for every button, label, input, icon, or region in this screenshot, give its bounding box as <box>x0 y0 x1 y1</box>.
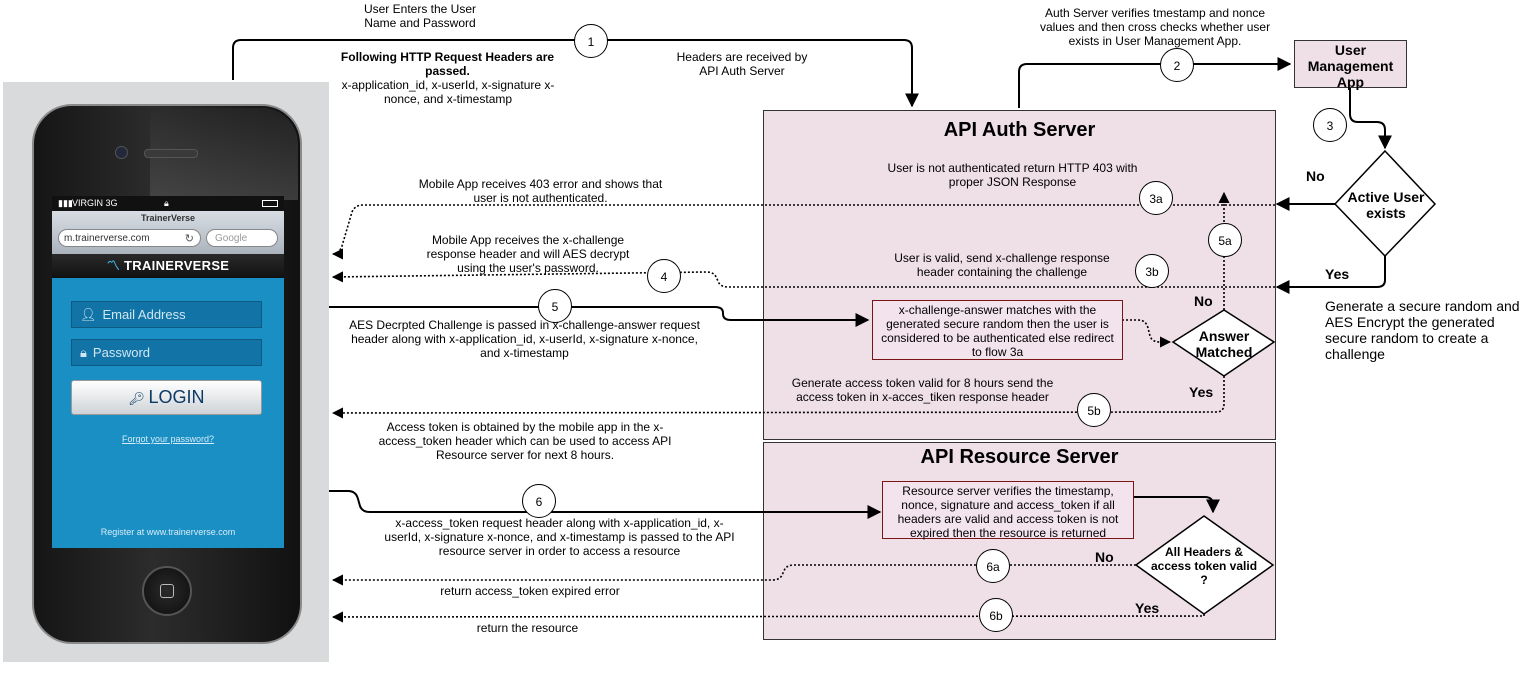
reload-icon[interactable]: ↻ <box>184 233 194 245</box>
step-2-marker: 2 <box>1160 48 1194 82</box>
lock-icon: 🔒︎ <box>164 198 169 208</box>
auth-verifies-label: Auth Server verifies tmestamp and nonce … <box>1039 6 1271 48</box>
active-user-label: Active User exists <box>1347 189 1425 221</box>
flow-5-connector <box>329 306 870 327</box>
answer-matched-label: Answer Matched <box>1195 328 1253 360</box>
flow-1-connector <box>232 39 919 108</box>
browser-title: TrainerVerse <box>140 213 196 223</box>
token-request-label: x-access_token request header along with… <box>384 516 735 558</box>
carrier-label: VIRGIN 3G <box>72 198 118 208</box>
step-1-marker: 1 <box>574 24 608 58</box>
secure-random-note: Generate a secure random and AES Encrypt… <box>1325 298 1520 362</box>
step-5a-marker: 5a <box>1208 223 1242 257</box>
flow-2-connector <box>1018 57 1292 108</box>
active-user-no-label: No <box>1306 168 1325 184</box>
login-button[interactable]: 🔑︎ LOGIN <box>71 380 262 415</box>
login-label: LOGIN <box>148 387 205 407</box>
step-5b-marker: 5b <box>1077 393 1111 427</box>
phone-speaker <box>144 149 198 158</box>
headers-received-label: Headers are received by API Auth Server <box>676 50 808 78</box>
return-resource-label: return the resource <box>476 621 579 635</box>
headers-passed-title: Following HTTP Request Headers are passe… <box>340 50 555 78</box>
battery-icon <box>262 200 278 207</box>
user-enters-label: User Enters the User Name and Password <box>363 2 477 30</box>
not-authenticated-label: User is not authenticated return HTTP 40… <box>887 161 1138 189</box>
flow-6b-connector <box>331 611 1205 623</box>
step-5-marker: 5 <box>538 289 572 323</box>
answer-yes-label: Yes <box>1189 384 1214 400</box>
answer-check-box: x-challenge-answer matches with the gene… <box>872 300 1123 360</box>
step-3a-marker: 3a <box>1139 181 1173 215</box>
api-resource-server-title: API Resource Server <box>920 446 1119 468</box>
token-obtained-label: Access token is obtained by the mobile a… <box>378 420 672 462</box>
url-field[interactable]: m.trainerverse.com ↻ <box>58 229 201 247</box>
answer-box-to-diamond-connector <box>1122 319 1172 348</box>
step-6b-marker: 6b <box>979 598 1013 632</box>
resource-check-box: Resource server verifies the timestamp, … <box>882 481 1134 540</box>
forgot-password-link[interactable]: Forgot your password? <box>121 434 215 444</box>
app-header: 〽TRAINERVERSE <box>52 254 284 278</box>
email-placeholder: Email Address <box>102 307 186 322</box>
step-6-marker: 6 <box>522 484 556 518</box>
password-field[interactable]: 🔒︎ Password <box>71 339 262 366</box>
step-3-marker: 3 <box>1313 108 1347 142</box>
home-square-icon <box>160 584 174 598</box>
aes-challenge-label: AES Decrpted Challenge is passed in x-ch… <box>349 318 700 360</box>
active-user-yes-label: Yes <box>1325 266 1350 282</box>
app-name: TRAINERVERSE <box>124 258 230 273</box>
active-user-diamond <box>1333 149 1437 258</box>
headers-valid-diamond <box>1134 515 1275 615</box>
mobile-challenge-label: Mobile App receives the x-challenge resp… <box>426 233 630 275</box>
api-auth-server-title: API Auth Server <box>943 119 1096 141</box>
answer-no-label: No <box>1194 293 1213 309</box>
step-4-marker: 4 <box>647 259 681 293</box>
step-3b-marker: 3b <box>1135 254 1169 288</box>
flow-3b-4-connector <box>331 271 1275 288</box>
headers-passed-list: x-application_id, x-userId, x-signature … <box>341 78 555 106</box>
trainerverse-logo-icon: 〽 <box>106 258 121 273</box>
flow-3a-connector <box>331 204 1275 260</box>
register-text: Register at www.trainerverse.com <box>100 527 236 537</box>
browser-toolbar: TrainerVerse m.trainerverse.com ↻ Google <box>52 211 284 254</box>
flow-5b-connector <box>331 376 1225 419</box>
flow-6a-connector <box>331 564 1136 586</box>
url-text: m.trainerverse.com <box>64 233 150 244</box>
api-auth-server-box: API Auth Server <box>763 110 1276 440</box>
yes-branch-connector <box>1275 256 1386 294</box>
email-field[interactable]: 👤︎ Email Address <box>71 301 262 328</box>
home-button[interactable] <box>142 566 192 616</box>
signal-icon: ▮▮▮ <box>58 198 73 208</box>
phone-screen: ▮▮▮ VIRGIN 3G 🔒︎ TrainerVerse m.trainerv… <box>52 196 284 548</box>
answer-matched-diamond <box>1171 309 1276 377</box>
user-icon: 👤︎ <box>80 307 97 322</box>
phone-status-bar: ▮▮▮ VIRGIN 3G 🔒︎ <box>52 196 284 211</box>
user-management-app-label: User Management App <box>1307 42 1394 90</box>
key-icon: 🔑︎ <box>128 391 149 406</box>
user-management-app-box: User Management App <box>1294 40 1407 90</box>
flow-6-connector <box>329 490 882 519</box>
lock-icon: 🔒︎ <box>80 345 87 360</box>
flow-3-connector <box>1349 88 1392 150</box>
generate-token-label: Generate access token valid for 8 hours … <box>791 376 1054 404</box>
headers-valid-label: All Headers & access token valid ? <box>1150 545 1258 587</box>
headers-no-label: No <box>1095 549 1114 565</box>
phone-camera <box>115 146 128 159</box>
expired-error-label: return access_token expired error <box>440 584 620 598</box>
headers-yes-label: Yes <box>1135 600 1160 616</box>
mobile-403-label: Mobile App receives 403 error and shows … <box>418 177 663 205</box>
user-valid-label: User is valid, send x-challenge response… <box>894 251 1110 279</box>
password-placeholder: Password <box>92 345 150 360</box>
step-6a-marker: 6a <box>976 549 1010 583</box>
browser-search-field[interactable]: Google <box>206 229 278 247</box>
resource-check-connector <box>1133 496 1220 514</box>
